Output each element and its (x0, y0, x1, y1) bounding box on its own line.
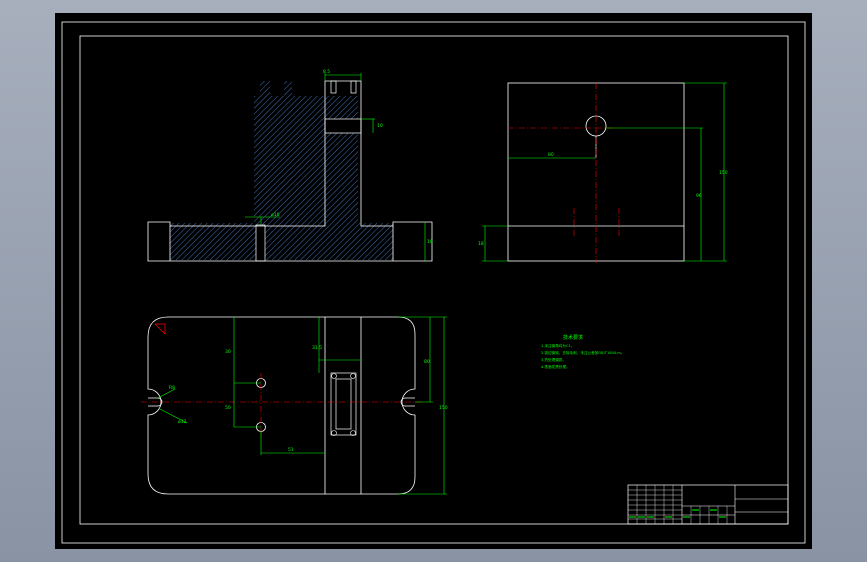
front-dim-hole-label: ø10 (271, 212, 280, 218)
plan-outline (147, 316, 416, 495)
tech-note-line-2: 2.锐边倒钝，去除毛刺，未注公差按GB/T1804-m。 (541, 350, 625, 355)
outer-frame (61, 21, 806, 544)
front-dim-base-height: 18 (427, 239, 433, 245)
title-block-frame (627, 484, 789, 525)
front-hole-upper (325, 119, 359, 133)
plan-slot-pin-2 (350, 373, 356, 379)
plan-notch-leader-a (157, 388, 176, 399)
plan-notch-leader-b (159, 408, 188, 424)
plan-slot-outer (330, 372, 357, 436)
tech-note-line-1: 1.未注倒角均为C1。 (541, 343, 574, 348)
front-slot-b (350, 80, 357, 94)
plan-dim-slot-depth: 31.5 (312, 345, 322, 351)
inner-frame (79, 35, 789, 525)
side-dim-inner-height: 96 (696, 193, 702, 199)
tb-left-grid (628, 485, 728, 524)
plan-dim-width-right: 80 (424, 359, 430, 365)
side-dim-left-offset: 80 (548, 152, 554, 158)
plan-slot-pin-1 (331, 373, 337, 379)
front-view: 8.5 10 ø10 18 (147, 69, 433, 262)
front-slot-a (330, 80, 337, 94)
front-hole-upper-outline (324, 118, 362, 134)
drawing-sheet: 8.5 10 ø10 18 (55, 13, 812, 549)
tb-green-fill (629, 509, 726, 518)
plan-slot-pin-3 (331, 430, 337, 436)
plan-dim-notch-a: R8 (169, 385, 175, 391)
front-section-hatch (170, 81, 393, 260)
front-hole-base-outline (255, 224, 266, 262)
drawing-canvas: 8.5 10 ø10 18 (61, 21, 806, 544)
side-dim-base-height: 18 (478, 241, 484, 247)
plan-slot-inner (335, 378, 352, 430)
plan-slot-pin-4 (350, 430, 356, 436)
plan-dim-hole-offset: 30 (225, 349, 231, 355)
tech-note-line-4: 4.表面发黑处理。 (541, 364, 570, 369)
title-block (627, 484, 789, 525)
plan-dim-total-height: 150 (439, 405, 448, 411)
plan-dim-notch-b: ø12 (178, 419, 187, 425)
tech-notes-title: 技术要求 (563, 334, 583, 341)
side-view: 80 96 150 18 (478, 82, 728, 263)
side-dim-total-height: 150 (719, 170, 728, 176)
plan-corner-mark-d (154, 323, 166, 335)
front-dim-slot-depth: 10 (377, 123, 383, 129)
plan-corner-mark (155, 323, 166, 334)
plan-dim-hole-spacing: 50 (225, 405, 231, 411)
plan-notch-right (400, 397, 415, 407)
tech-notes: 技术要求 1.未注倒角均为C1。 2.锐边倒钝，去除毛刺，未注公差按GB/T18… (541, 334, 625, 369)
front-dim-top-width: 8.5 (323, 69, 330, 75)
plan-view: 30 50 51 31.5 80 150 R8 ø12 (141, 316, 448, 495)
front-hole-base (256, 225, 265, 261)
tech-note-line-3: 3.热处理调质。 (541, 357, 566, 362)
plan-dim-bottom-value: 51 (288, 447, 294, 453)
